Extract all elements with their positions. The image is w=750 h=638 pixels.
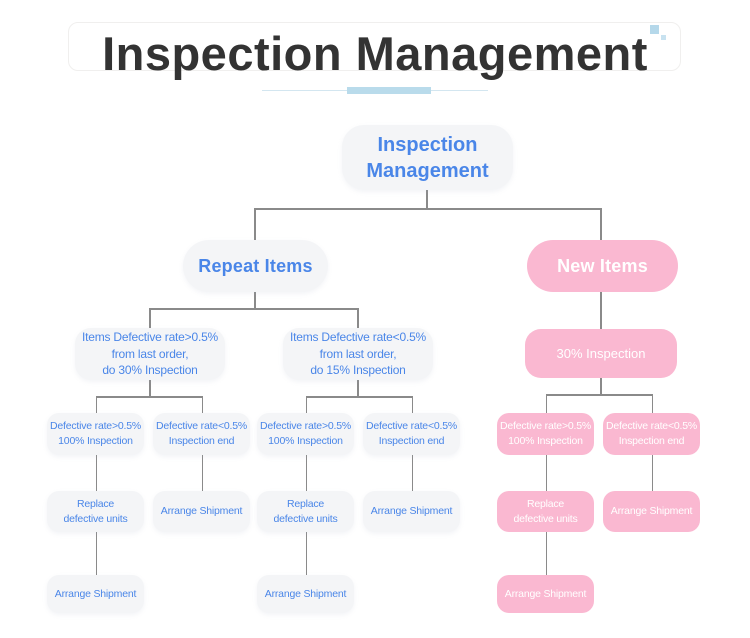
connector xyxy=(651,455,654,491)
connector xyxy=(149,308,359,310)
node-defect-high-100-inspection: Defective rate>0.5% 100% Inspection xyxy=(47,413,144,455)
connector xyxy=(545,455,548,491)
connector xyxy=(600,292,602,329)
node-defect-high-100-inspection: Defective rate>0.5% 100% Inspection xyxy=(257,413,354,455)
connector xyxy=(600,378,602,394)
node-defect-low-inspection-end: Defective rate<0.5% Inspection end xyxy=(603,413,700,455)
connector xyxy=(411,455,414,491)
node-new-items: New Items xyxy=(527,240,678,292)
connector xyxy=(357,380,359,396)
title-card xyxy=(68,22,681,71)
node-repeat-items: Repeat Items xyxy=(183,240,328,292)
connector xyxy=(95,532,98,575)
connector xyxy=(95,396,98,413)
node-condition-defect-high-30pct: Items Defective rate>0.5% from last orde… xyxy=(75,328,225,380)
connector xyxy=(149,308,151,328)
connector xyxy=(411,396,414,413)
node-replace-defective-units: Replace defective units xyxy=(257,491,354,532)
connector xyxy=(600,208,602,240)
node-condition-defect-low-15pct: Items Defective rate<0.5% from last orde… xyxy=(283,328,433,380)
connector xyxy=(95,396,203,398)
node-defect-low-inspection-end: Defective rate<0.5% Inspection end xyxy=(363,413,460,455)
node-arrange-shipment: Arrange Shipment xyxy=(603,491,700,532)
connector xyxy=(545,394,653,396)
connector xyxy=(254,292,256,308)
connector xyxy=(201,396,204,413)
node-defect-low-inspection-end: Defective rate<0.5% Inspection end xyxy=(153,413,250,455)
node-30pct-inspection: 30% Inspection xyxy=(525,329,677,378)
decor-square-small-icon xyxy=(661,35,666,40)
connector xyxy=(305,455,308,491)
connector xyxy=(305,532,308,575)
connector xyxy=(545,394,548,413)
decor-square-large-icon xyxy=(650,25,659,34)
connector xyxy=(545,532,548,575)
page-title: Inspection Management xyxy=(102,27,648,80)
node-defect-high-100-inspection: Defective rate>0.5% 100% Inspection xyxy=(497,413,594,455)
node-arrange-shipment: Arrange Shipment xyxy=(363,491,460,532)
connector xyxy=(95,455,98,491)
node-arrange-shipment: Arrange Shipment xyxy=(257,575,354,613)
connector xyxy=(651,394,654,413)
node-replace-defective-units: Replace defective units xyxy=(47,491,144,532)
connector xyxy=(201,455,204,491)
connector xyxy=(254,208,602,210)
node-inspection-management-root: Inspection Management xyxy=(342,125,513,190)
connector xyxy=(254,208,256,240)
node-replace-defective-units: Replace defective units xyxy=(497,491,594,532)
connector xyxy=(149,380,151,396)
connector xyxy=(426,190,428,208)
connector xyxy=(305,396,308,413)
title-underline-accent xyxy=(347,87,431,94)
connector xyxy=(305,396,413,398)
node-arrange-shipment: Arrange Shipment xyxy=(497,575,594,613)
connector xyxy=(357,308,359,328)
node-arrange-shipment: Arrange Shipment xyxy=(153,491,250,532)
node-arrange-shipment: Arrange Shipment xyxy=(47,575,144,613)
